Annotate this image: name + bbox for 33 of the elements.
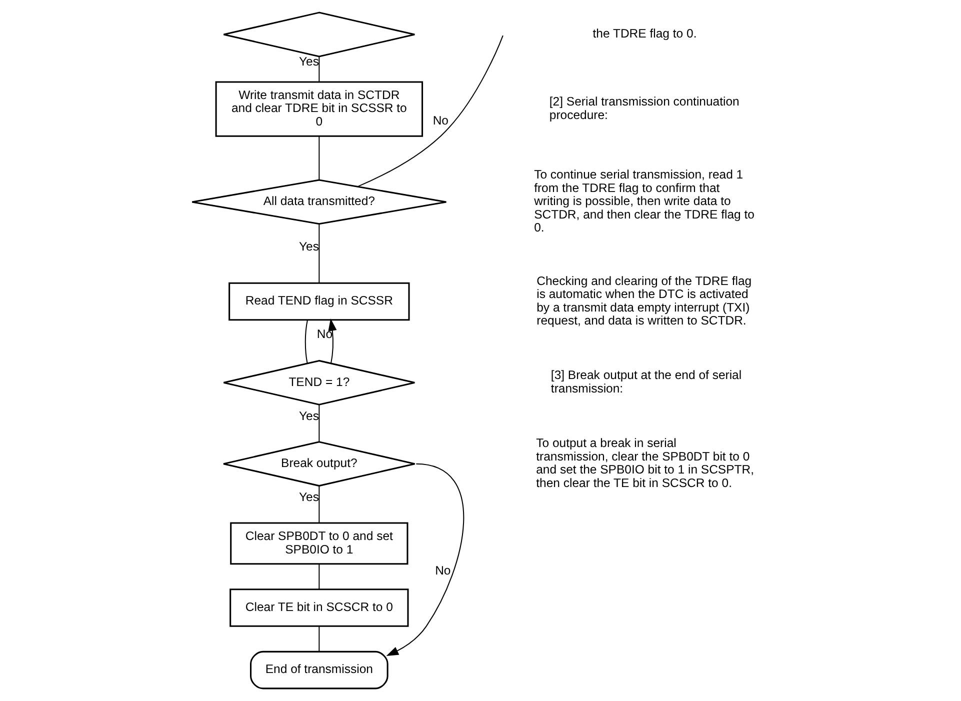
arrow xyxy=(386,463,464,656)
label: [3] Break output at the end of serial transmission: xyxy=(550,368,742,396)
label: To output a break in serial transmission, clear the SPB0DT bit to 0 and set the SPB0IO bit to 1 in SCSPTR, then clear the TE bit in SCSCR to 0. xyxy=(536,436,754,490)
connector xyxy=(318,56,320,82)
connector xyxy=(318,224,320,283)
label: the TDRE flag to 0. xyxy=(592,26,696,41)
edge-label: Yes xyxy=(298,239,318,254)
edge-label: Yes xyxy=(298,408,318,423)
connector xyxy=(318,136,320,180)
connector xyxy=(318,626,320,652)
node-box: Read TEND flag in SCSSR xyxy=(228,282,410,321)
node-diamond: TEND = 1? xyxy=(222,360,415,406)
edge-label: No xyxy=(434,564,450,578)
edge-label: Yes xyxy=(298,490,318,504)
connector xyxy=(304,320,308,364)
node-box: Write transmit data in SCTDR and clear TDRE bit in SCSSR to 0 xyxy=(214,81,423,137)
connector xyxy=(357,35,503,188)
edge-label: No xyxy=(316,326,332,341)
edge-label: Yes xyxy=(298,54,318,69)
label: [2] Serial transmission continuation procedure: xyxy=(548,94,739,122)
arrow xyxy=(328,318,336,364)
connector xyxy=(318,564,320,590)
node-diamond xyxy=(222,12,415,58)
edge-label: No xyxy=(432,113,448,128)
node-diamond: All data transmitted? xyxy=(190,179,446,225)
node-diamond: Break output? xyxy=(222,441,416,487)
node-box: Clear SPB0DT to 0 and set SPB0IO to 1 xyxy=(230,522,408,565)
label: To continue serial transmission, read 1 from the TDRE flag to confirm that writing is possible, then write data to SCTDR, and then clear the TDRE flag to 0. xyxy=(534,168,754,235)
node-box: End of transmission xyxy=(250,650,388,690)
label: Checking and clearing of the TDRE flag is automatic when the DTC is activated by a transmit data empty interrupt (TXI) request, and data is written to SCTDR. xyxy=(536,274,752,328)
node-box: Clear TE bit in SCSCR to 0 xyxy=(229,588,408,627)
connector xyxy=(318,486,320,523)
connector xyxy=(318,404,320,442)
